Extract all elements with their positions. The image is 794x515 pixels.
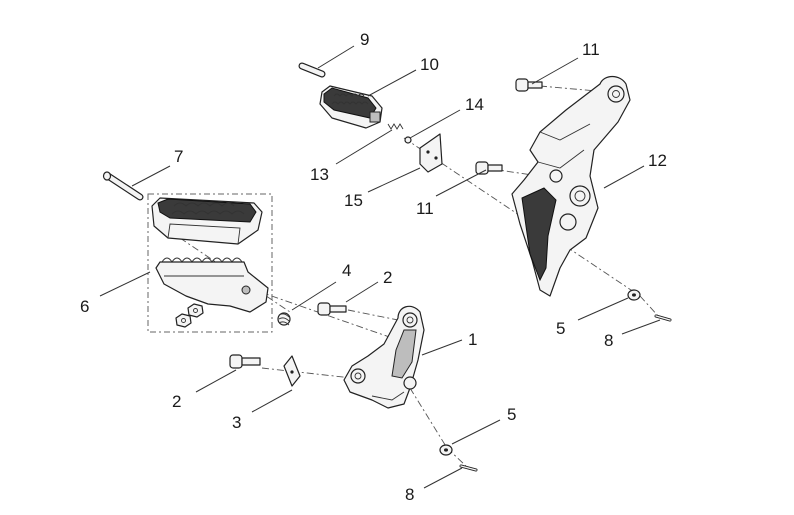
part-14-small-pin xyxy=(404,136,412,144)
callout-13: 13 xyxy=(310,165,329,184)
callout-labels: 1 2 2 3 4 5 5 6 7 8 8 9 10 11 11 12 13 1… xyxy=(80,30,667,504)
part-1-bracket xyxy=(343,305,425,409)
callout-1: 1 xyxy=(468,330,477,349)
part-10-footpeg xyxy=(319,85,383,129)
callout-8-lower: 8 xyxy=(405,485,414,504)
callout-4: 4 xyxy=(342,261,351,280)
part-8-pin-upper xyxy=(654,314,672,322)
callout-12: 12 xyxy=(648,151,667,170)
part-9-pin xyxy=(298,62,326,78)
callout-3: 3 xyxy=(232,413,241,432)
part-5-washer-lower xyxy=(439,444,453,456)
callout-15: 15 xyxy=(344,191,363,210)
part-6-footrest-bracket xyxy=(155,257,269,328)
callout-9: 9 xyxy=(360,30,369,49)
callout-11-upper: 11 xyxy=(582,40,600,59)
callout-2-lower: 2 xyxy=(172,392,181,411)
part-4-spring xyxy=(277,312,291,326)
part-3-plate xyxy=(283,355,301,387)
callout-10: 10 xyxy=(420,55,439,74)
part-6-nut-left xyxy=(175,313,192,328)
part-13-spring xyxy=(387,123,404,130)
callout-2-upper: 2 xyxy=(383,268,392,287)
callout-8-upper: 8 xyxy=(604,331,613,350)
callout-5-upper: 5 xyxy=(556,319,565,338)
part-7-pin xyxy=(102,171,144,201)
part-15-plate xyxy=(419,133,443,173)
callout-11-lower: 11 xyxy=(416,199,434,218)
part-6-nut-right xyxy=(187,303,204,318)
callout-6: 6 xyxy=(80,297,89,316)
part-11-bolt-lower xyxy=(475,161,503,175)
part-12-main-bracket xyxy=(511,75,631,297)
footrest-assembly-group-box xyxy=(147,193,273,333)
callout-14: 14 xyxy=(465,95,484,114)
part-6-footrest-pad xyxy=(151,197,263,245)
leader-lines xyxy=(99,45,661,489)
part-5-washer-upper xyxy=(627,289,641,301)
callout-5-lower: 5 xyxy=(507,405,516,424)
part-8-pin-lower xyxy=(459,464,478,472)
callout-7: 7 xyxy=(174,147,183,166)
part-2-bolt-upper xyxy=(317,302,347,316)
part-2-bolt-lower xyxy=(229,354,261,369)
